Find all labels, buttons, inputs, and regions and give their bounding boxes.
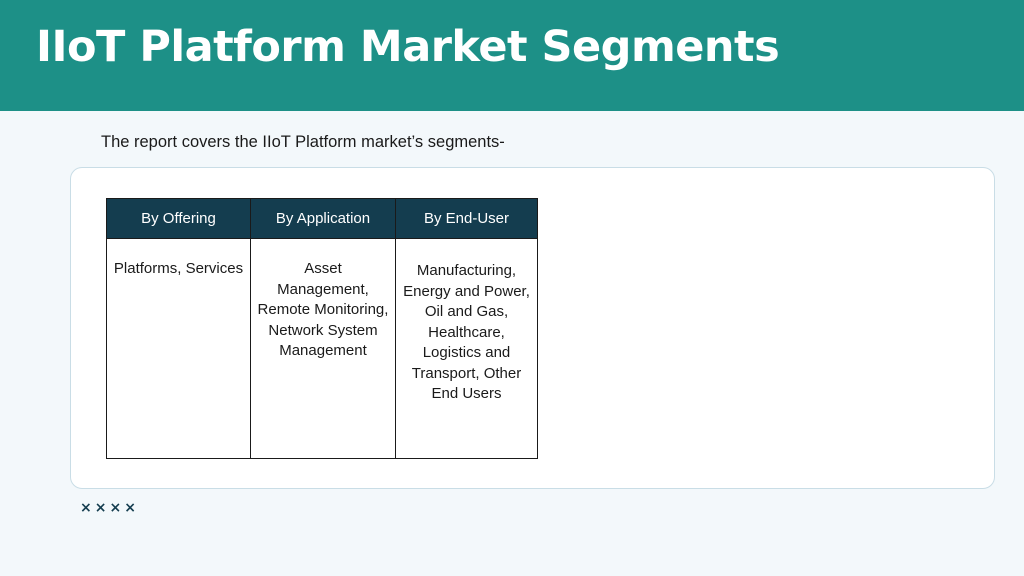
table-row: Platforms, Services Asset Management, Re… — [106, 238, 538, 459]
header-by-offering: By Offering — [106, 198, 251, 239]
segments-table: By Offering By Application By End-User P… — [106, 198, 538, 459]
intro-text: The report covers the IIoT Platform mark… — [101, 133, 505, 151]
header-by-end-user: By End-User — [395, 198, 538, 239]
cell-offering: Platforms, Services — [106, 238, 251, 459]
header-by-application: By Application — [250, 198, 396, 239]
title-banner: IIoT Platform Market Segments — [0, 0, 1024, 111]
page-title: IIoT Platform Market Segments — [36, 22, 780, 72]
cell-end-user: Manufacturing, Energy and Power, Oil and… — [395, 238, 538, 459]
cell-application: Asset Management, Remote Monitoring, Net… — [250, 238, 396, 459]
decorative-marks: ×××× — [80, 500, 139, 516]
table-header-row: By Offering By Application By End-User — [106, 198, 538, 239]
